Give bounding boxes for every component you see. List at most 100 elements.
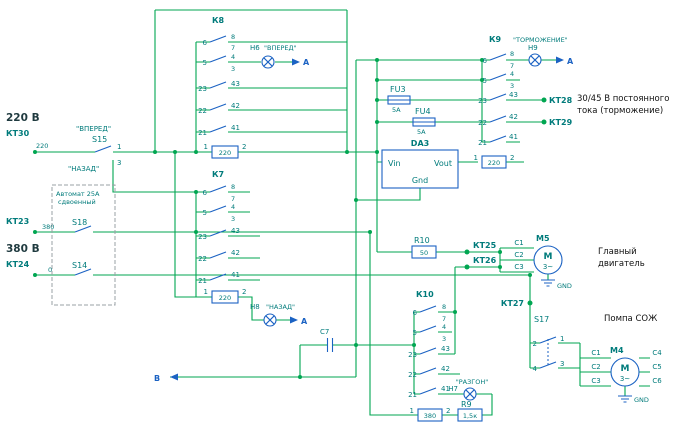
s17-ref: S17 xyxy=(534,315,549,324)
contact-blades xyxy=(74,35,557,395)
resistor-r10: R10 50 xyxy=(411,236,437,259)
junction xyxy=(375,150,379,154)
wires-k7-h8-c7-b xyxy=(170,60,414,378)
kt28-terminal-dot xyxy=(541,97,547,103)
junction xyxy=(298,375,302,379)
k10-ref: К10 xyxy=(416,290,434,299)
k8-pin: 5 xyxy=(203,59,207,67)
k8-pin: 23 xyxy=(198,85,207,93)
breaker-title-1: Автомат 25А xyxy=(56,190,100,198)
m4-gnd-label: GND xyxy=(634,396,649,404)
k10-pin: 7 xyxy=(442,315,446,323)
m4-terminal-c3: С3 xyxy=(591,377,600,385)
m5-terminal-c2: С2 xyxy=(514,251,523,259)
k7-pin: 41 xyxy=(231,271,240,279)
breaker-outline xyxy=(51,184,116,306)
m4-terminal-c1: С1 xyxy=(591,349,600,357)
m4-terminal-c4: С4 xyxy=(652,349,662,357)
k10-pin: 3 xyxy=(442,335,446,343)
b-arrow-label: В xyxy=(154,374,160,383)
k10-pin: 8 xyxy=(442,303,446,311)
k8-pin: 21 xyxy=(198,129,207,137)
s18-ref: S18 xyxy=(72,218,87,227)
k9-pin: 21 xyxy=(478,139,487,147)
s15-reverse-label: "НАЗАД" xyxy=(68,165,99,173)
junction xyxy=(375,78,379,82)
k8-pin: 3 xyxy=(231,65,235,73)
k8-pin: 42 xyxy=(231,102,240,110)
junction xyxy=(173,150,177,154)
k8-pin: 8 xyxy=(231,33,235,41)
kt25-terminal-dot xyxy=(464,249,470,255)
k10-coil-pin1: 1 xyxy=(410,407,414,415)
k8-pin: 6 xyxy=(203,39,208,47)
m5-ground-icon xyxy=(541,279,555,287)
k7-ref: К7 xyxy=(212,170,224,179)
kt27-label: КТ27 xyxy=(501,299,524,308)
kt30-label: КТ30 xyxy=(6,129,30,138)
arrow-a-right-icon xyxy=(290,316,298,324)
k9-coil-pin1: 1 xyxy=(474,154,478,162)
regulator-da3: DA3 Vin Vout Gnd xyxy=(381,139,459,189)
kt29-label: КТ29 xyxy=(549,118,573,127)
fuse-fu4: FU4 5А xyxy=(412,107,436,136)
k9-coil xyxy=(481,155,507,169)
relay-k10: К10 6 8 7 5 4 3 23 43 22 42 21 41 1 380 … xyxy=(408,290,450,422)
kt29-terminal-dot xyxy=(541,119,547,125)
arrow-b: В xyxy=(154,373,178,383)
junction xyxy=(194,230,198,234)
k10-pin: 4 xyxy=(442,323,446,331)
k9-pin: 23 xyxy=(478,97,487,105)
k7-coil-voltage: 220 xyxy=(219,294,231,302)
m5-terminal-c3: С3 xyxy=(514,263,523,271)
junction xyxy=(480,78,484,82)
voltage-220-label: 220 В xyxy=(6,112,40,124)
m5-gnd-label: GND xyxy=(557,282,572,290)
h6-lamp-cross xyxy=(263,57,273,67)
k10-pin: 6 xyxy=(413,309,418,317)
k9-pin: 41 xyxy=(509,133,518,141)
fu4-ref: FU4 xyxy=(415,107,431,116)
lamp-h8: Н8 "НАЗАД" А xyxy=(250,303,308,327)
k10-pin: 43 xyxy=(441,345,450,353)
dc-note-line1: 30/45 В постоянного xyxy=(577,94,669,104)
h8-ref: Н8 xyxy=(250,303,260,311)
k9-pin: 43 xyxy=(509,91,518,99)
k9-pin: 6 xyxy=(483,57,488,65)
voltage-380-label: 380 В xyxy=(6,243,40,255)
breaker-block: Автомат 25А сдвоенный S18 S14 xyxy=(51,184,116,306)
s15-forward-label: "ВПЕРЕД" xyxy=(76,125,111,133)
k9-coil-pin2: 2 xyxy=(510,154,514,162)
h9-ref: Н9 xyxy=(528,44,538,52)
k7-pin: 3 xyxy=(231,215,235,223)
h6-ref: Н6 xyxy=(250,44,260,52)
s15-pin1: 1 xyxy=(117,143,121,151)
da3-vin-label: Vin xyxy=(388,159,401,168)
junction xyxy=(194,150,198,154)
m4-ref: М4 xyxy=(610,346,624,355)
m4-terminal-c6: С6 xyxy=(652,377,662,385)
k9-pin: 22 xyxy=(478,119,487,127)
h6-arrow-label: А xyxy=(303,58,310,67)
h8-lamp-cross xyxy=(265,315,275,325)
dc-note-line2: тока (торможение) xyxy=(577,106,663,116)
breaker-title-2: сдвоенный xyxy=(58,198,96,206)
terminal-dot xyxy=(33,273,37,277)
h7-caption: "РАЗГОН" xyxy=(456,378,488,386)
s17-pin: 4 xyxy=(533,365,538,373)
kt23-label: КТ23 xyxy=(6,217,29,226)
k7-coil-pin1: 1 xyxy=(204,288,208,296)
m4-caption: Помпа СОЖ xyxy=(604,314,657,324)
k10-coil-voltage: 380 xyxy=(424,412,436,420)
k8-coil-voltage: 220 xyxy=(219,149,231,157)
junction-dots xyxy=(33,58,547,379)
junction xyxy=(354,343,358,347)
k7-pin: 4 xyxy=(231,203,235,211)
left-power-labels: 220 В КТ30 220 КТ23 380 380 В КТ24 0 xyxy=(6,112,54,274)
k8-pin: 7 xyxy=(231,44,235,52)
h7-lamp-cross xyxy=(465,389,475,399)
wire-220-label: 220 xyxy=(36,142,48,150)
r9-ref: R9 xyxy=(461,400,472,409)
junction xyxy=(194,190,198,194)
